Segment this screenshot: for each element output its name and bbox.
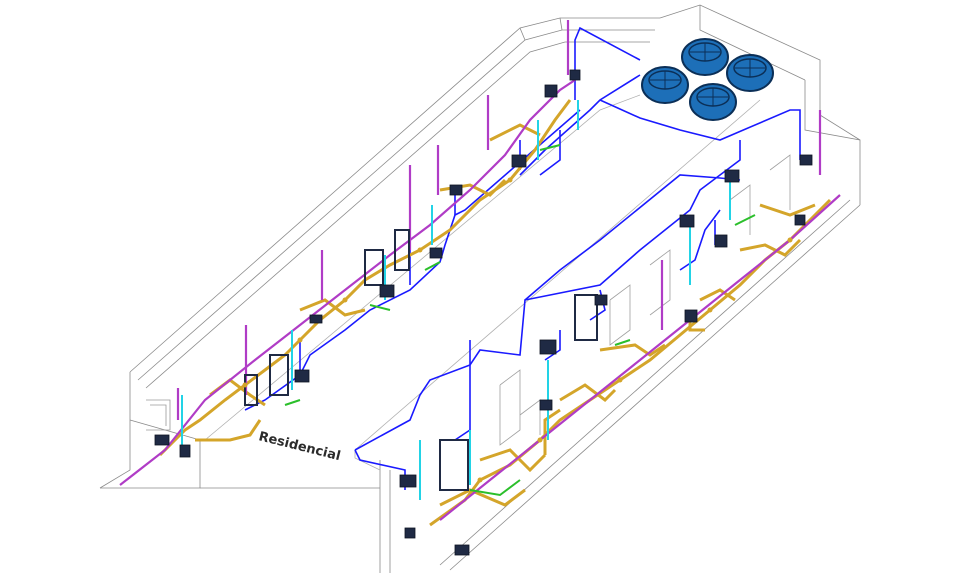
water-tank-4 <box>689 83 737 121</box>
cold-water-risers <box>181 100 731 500</box>
water-tank-3 <box>726 54 774 92</box>
pipe-fittings <box>242 177 793 483</box>
water-tanks <box>641 38 774 121</box>
building-sign: Residencial <box>257 429 342 464</box>
fixtures <box>154 69 813 556</box>
water-tank-1 <box>681 38 729 76</box>
water-tank-2 <box>641 66 689 104</box>
auxiliary-pipes <box>284 144 756 497</box>
